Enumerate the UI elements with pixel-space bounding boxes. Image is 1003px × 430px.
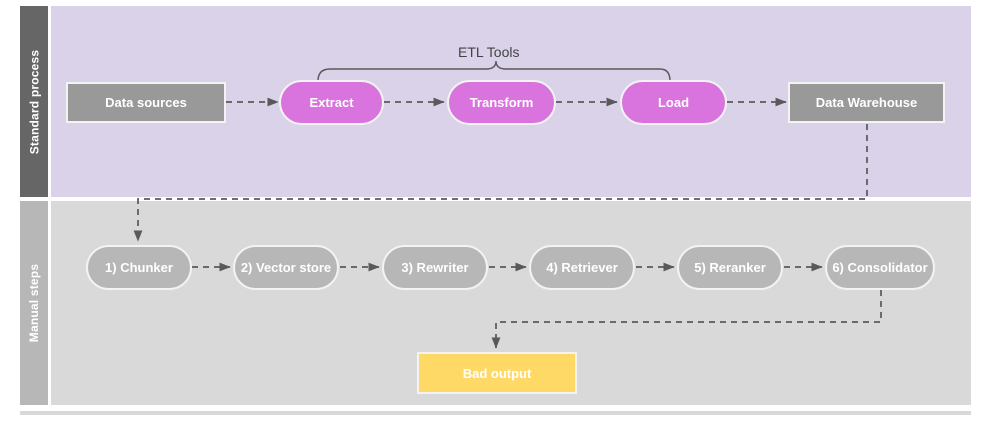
node-retriever[interactable]: 4) Retriever xyxy=(529,245,635,290)
node-transform[interactable]: Transform xyxy=(447,80,556,125)
node-data-warehouse[interactable]: Data Warehouse xyxy=(788,82,945,123)
lane-label-standard-process: Standard process xyxy=(27,49,42,154)
node-label-rewriter: 3) Rewriter xyxy=(401,260,469,275)
node-label-data-sources: Data sources xyxy=(105,95,187,110)
node-label-retriever: 4) Retriever xyxy=(546,260,618,275)
node-label-consolidator: 6) Consolidator xyxy=(832,260,928,275)
node-label-reranker: 5) Reranker xyxy=(694,260,766,275)
node-chunker[interactable]: 1) Chunker xyxy=(86,245,192,290)
node-label-bad-output: Bad output xyxy=(462,365,532,381)
lane-header-manual-steps: Manual steps xyxy=(20,201,48,405)
node-load[interactable]: Load xyxy=(620,80,727,125)
node-bad-output[interactable]: Bad output xyxy=(417,352,577,394)
node-consolidator[interactable]: 6) Consolidator xyxy=(825,245,935,290)
node-label-data-warehouse: Data Warehouse xyxy=(815,95,918,110)
lane-label-manual-steps: Manual steps xyxy=(27,263,42,343)
node-rewriter[interactable]: 3) Rewriter xyxy=(382,245,488,290)
node-extract[interactable]: Extract xyxy=(279,80,384,125)
node-data-sources[interactable]: Data sources xyxy=(66,82,226,123)
node-reranker[interactable]: 5) Reranker xyxy=(677,245,783,290)
node-label-transform: Transform xyxy=(469,95,534,110)
node-vector-store[interactable]: 2) Vector store xyxy=(233,245,339,290)
node-label-load: Load xyxy=(657,95,690,110)
node-label-vector-store: 2) Vector store xyxy=(240,260,332,275)
node-label-chunker: 1) Chunker xyxy=(105,260,173,275)
node-label-extract: Extract xyxy=(309,95,354,110)
lane-header-standard-process: Standard process xyxy=(20,6,48,197)
etl-tools-label: ETL Tools xyxy=(458,44,520,60)
bottom-divider xyxy=(20,411,971,415)
